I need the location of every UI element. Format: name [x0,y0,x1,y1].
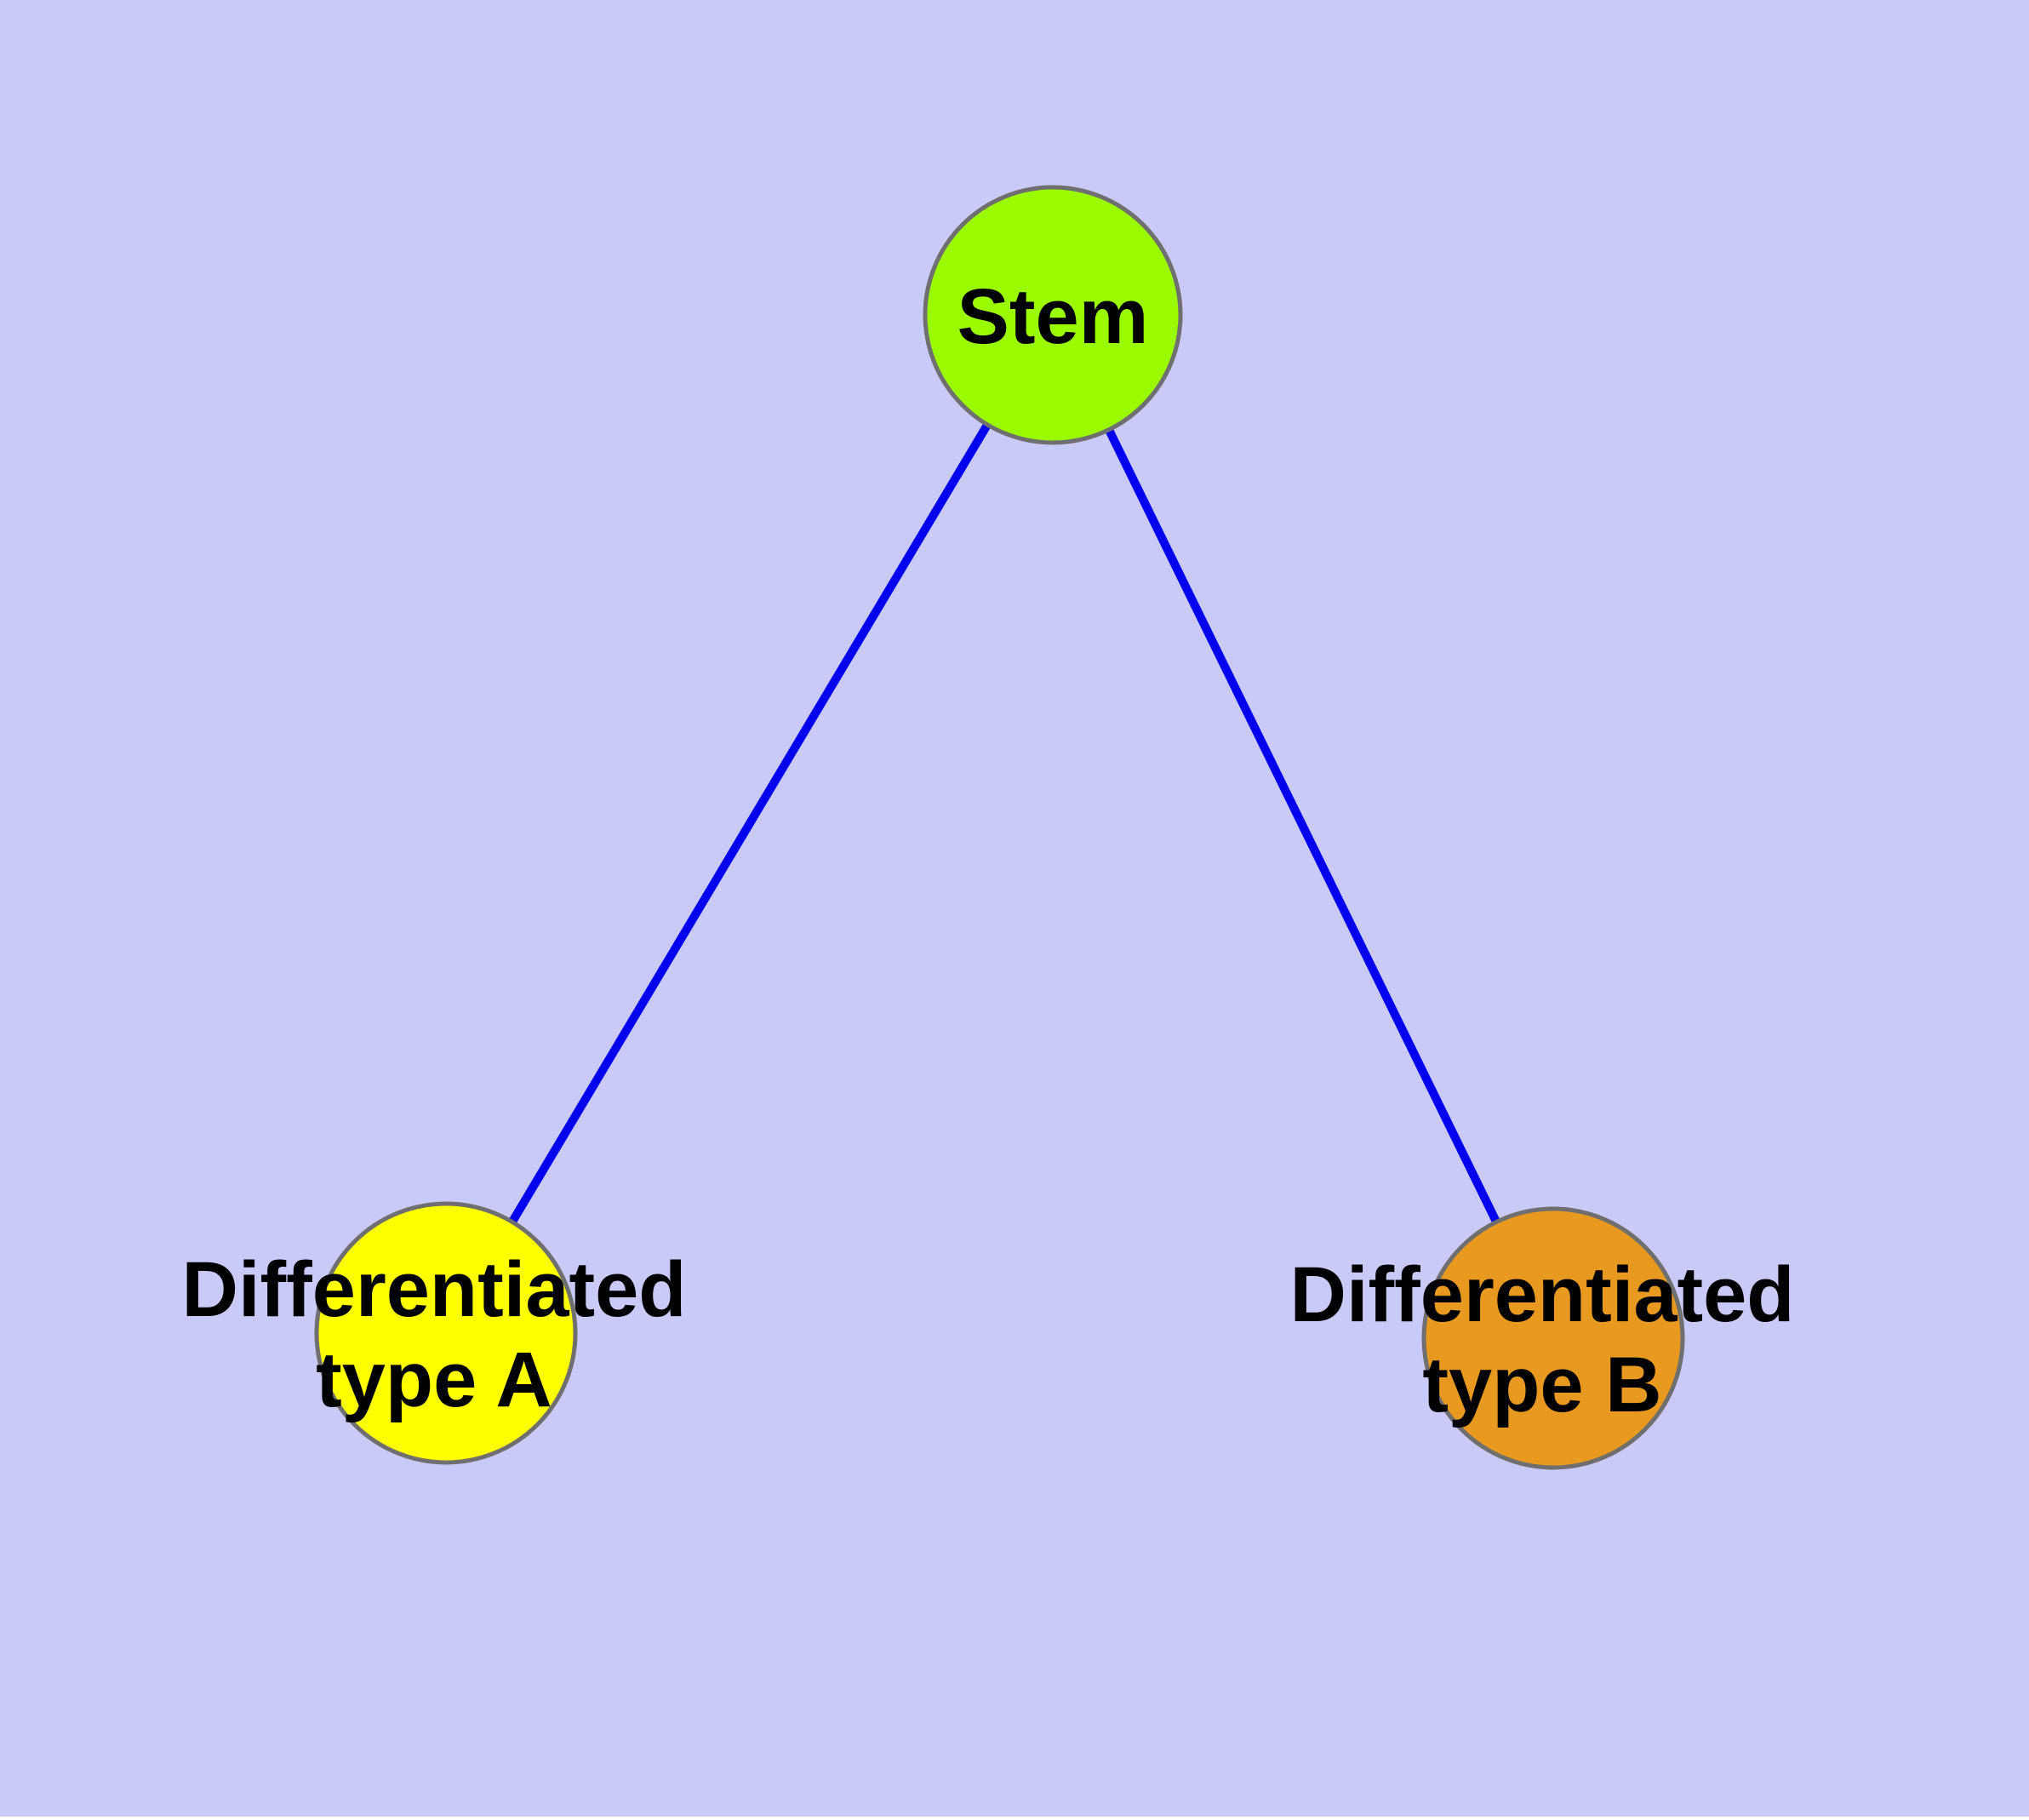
node-differentiated-type-a[interactable]: Differentiated type A [182,1201,687,1465]
edge-stem-to-type-a [442,312,1057,1336]
node-type-b-circle[interactable] [1421,1206,1685,1470]
node-type-b-label-line1: Differentiated [1290,1251,1795,1338]
node-type-b-label-line2: type B [1422,1342,1661,1428]
node-stem-label: Stem [957,273,1149,360]
node-type-a-circle[interactable] [314,1201,578,1465]
node-type-a-label-line1: Differentiated [182,1246,687,1333]
edge-stem-to-type-b [1049,312,1557,1341]
node-type-a-label-line2: type A [316,1336,552,1423]
node-stem-circle[interactable] [923,185,1183,445]
node-differentiated-type-b[interactable]: Differentiated type B [1290,1206,1795,1470]
node-stem[interactable]: Stem [923,185,1183,445]
